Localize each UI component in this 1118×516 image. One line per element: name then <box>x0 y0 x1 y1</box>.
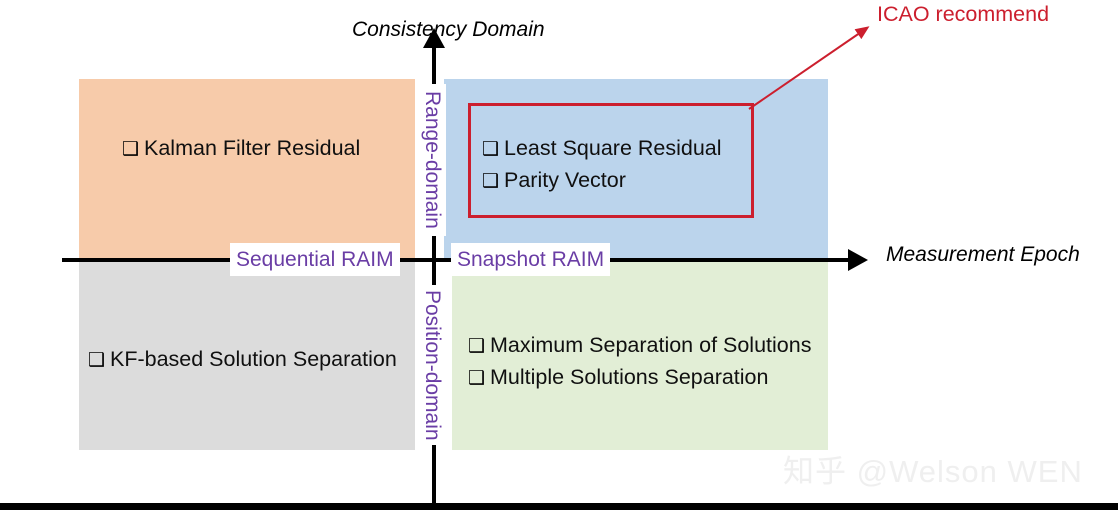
quadrant-bottom-left <box>79 260 415 450</box>
icao-highlight-box <box>468 103 754 218</box>
x-axis-title: Measurement Epoch <box>886 243 1080 266</box>
list-item: ❑Parity Vector <box>482 165 722 197</box>
quadrant-bottom-right <box>452 260 828 450</box>
list-item: ❑KF-based Solution Separation <box>88 344 397 376</box>
checkbox-bullet-icon: ❑ <box>482 171 500 192</box>
quadrant-top-right-items: ❑Least Square Residual ❑Parity Vector <box>482 133 722 197</box>
checkbox-bullet-icon: ❑ <box>122 139 140 160</box>
y-axis-upper-label: Range-domain <box>417 84 446 236</box>
quadrant-bottom-right-items: ❑Maximum Separation of Solutions ❑Multip… <box>468 330 811 394</box>
y-axis-line <box>432 46 436 505</box>
checkbox-bullet-icon: ❑ <box>88 350 106 371</box>
quadrant-top-left-items: ❑Kalman Filter Residual <box>122 133 360 165</box>
y-axis-arrowhead-icon <box>423 28 445 48</box>
watermark: 知乎 @Welson WEN <box>783 454 1083 489</box>
icao-callout-label: ICAO recommend <box>877 2 1050 26</box>
list-item-label: Maximum Separation of Solutions <box>490 333 812 357</box>
y-axis-title: Consistency Domain <box>352 18 545 41</box>
slide-bottom-bar <box>0 503 1118 510</box>
x-axis-left-label: Sequential RAIM <box>230 243 400 276</box>
x-axis-arrowhead-icon <box>848 249 868 271</box>
checkbox-bullet-icon: ❑ <box>468 336 486 357</box>
checkbox-bullet-icon: ❑ <box>468 368 486 389</box>
list-item: ❑Multiple Solutions Separation <box>468 362 811 394</box>
list-item-label: Parity Vector <box>504 168 626 192</box>
x-axis-right-label: Snapshot RAIM <box>451 243 611 276</box>
quadrant-bottom-left-items: ❑KF-based Solution Separation <box>88 344 397 376</box>
list-item: ❑Least Square Residual <box>482 133 722 165</box>
list-item-label: Multiple Solutions Separation <box>490 365 769 389</box>
y-axis-lower-label: Position-domain <box>417 285 446 445</box>
list-item: ❑Maximum Separation of Solutions <box>468 330 811 362</box>
list-item-label: Least Square Residual <box>504 136 722 160</box>
checkbox-bullet-icon: ❑ <box>482 139 500 160</box>
list-item: ❑Kalman Filter Residual <box>122 133 360 165</box>
list-item-label: KF-based Solution Separation <box>110 347 397 371</box>
list-item-label: Kalman Filter Residual <box>144 136 361 160</box>
quadrant-top-left <box>79 79 415 260</box>
